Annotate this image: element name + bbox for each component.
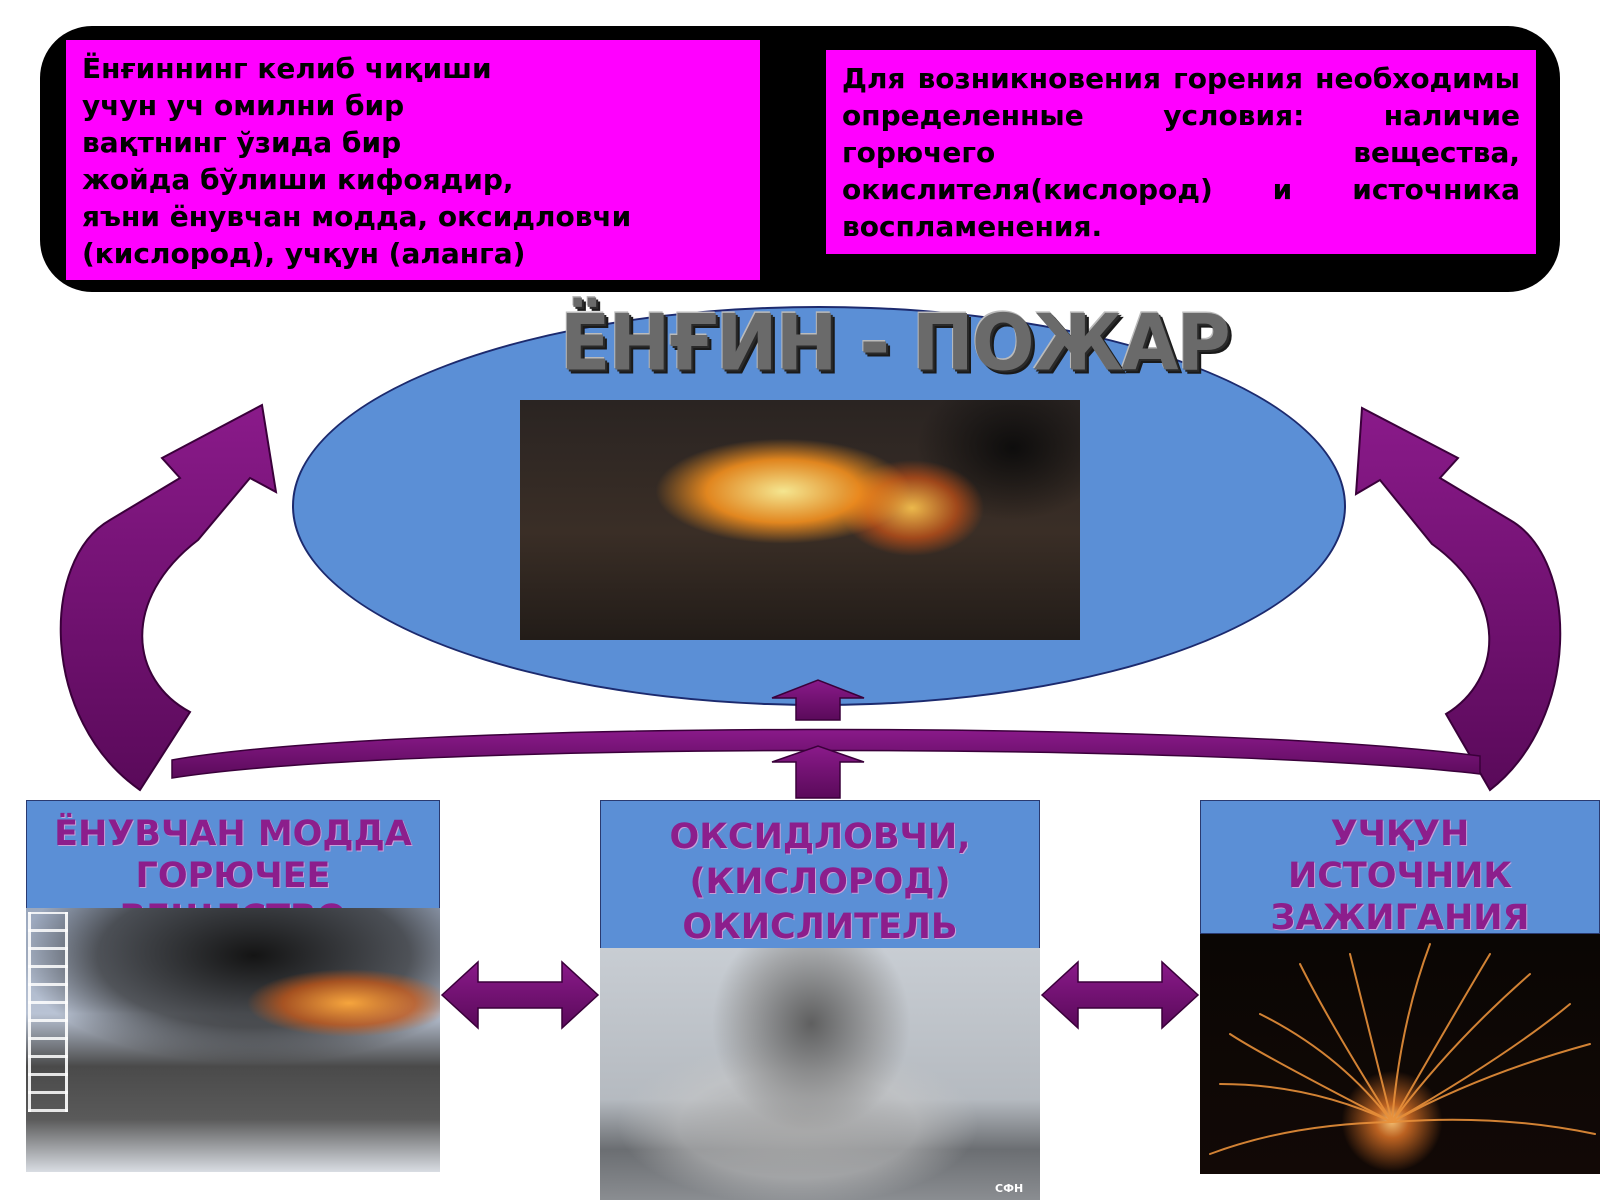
spark-title-line-1: УЧҚУН [1330, 814, 1470, 854]
spark-title-line-2: ИСТОЧНИК [1287, 856, 1513, 896]
fire-photo [520, 400, 1080, 640]
card-oxidizer-title: ОКСИДЛОВЧИ, (КИСЛОРОД) ОКИСЛИТЕЛЬ [601, 815, 1039, 950]
photo-credit: СФН [995, 1182, 1024, 1195]
russian-text-box: Для возникновения горения необходимы опр… [826, 50, 1536, 254]
uz-line-3: вақтнинг ўзида бир [82, 126, 402, 159]
double-arrow-left [440, 960, 600, 1030]
card-spark: УЧҚУН ИСТОЧНИК ЗАЖИГАНИЯ [1200, 800, 1600, 938]
uz-line-1: Ёнғиннинг келиб чиқиши [82, 52, 492, 85]
up-arrow-top [771, 679, 865, 721]
smoke-cloud-photo [600, 948, 1040, 1200]
staircase-tower [28, 912, 68, 1112]
oxid-title-line-1: ОКСИДЛОВЧИ, [669, 817, 971, 857]
double-arrow-right [1040, 960, 1200, 1030]
uz-line-5: яъни ёнувчан модда, оксидловчи [82, 200, 632, 233]
oxid-title-line-2: (КИСЛОРОД) [689, 862, 951, 902]
card-spark-title: УЧҚУН ИСТОЧНИК ЗАЖИГАНИЯ [1201, 813, 1599, 939]
spark-photo [1200, 934, 1600, 1174]
left-curved-arrow [59, 403, 278, 792]
main-title: ЁНҒИН - ПОЖАР [560, 297, 1231, 389]
fuel-title-line-1: ЁНУВЧАН МОДДА [54, 814, 412, 854]
fuel-tank-fire-photo [26, 908, 440, 1172]
right-curved-arrow [1354, 406, 1562, 792]
connecting-bar [171, 728, 1481, 779]
ru-paragraph: Для возникновения горения необходимы опр… [842, 62, 1520, 243]
uz-line-4: жойда бўлиши кифоядир, [82, 163, 514, 196]
card-oxidizer: ОКСИДЛОВЧИ, (КИСЛОРОД) ОКИСЛИТЕЛЬ [600, 800, 1040, 950]
uzbek-text-box: Ёнғиннинг келиб чиқиши учун уч омилни би… [66, 40, 760, 280]
uz-line-2: учун уч омилни бир [82, 89, 405, 122]
spark-rays [1209, 943, 1596, 1155]
up-arrow-bottom [771, 745, 865, 799]
spark-title-line-3: ЗАЖИГАНИЯ [1270, 898, 1530, 938]
oxid-title-line-3: ОКИСЛИТЕЛЬ [682, 907, 958, 947]
uz-line-6: (кислород), учқун (аланга) [82, 237, 526, 270]
